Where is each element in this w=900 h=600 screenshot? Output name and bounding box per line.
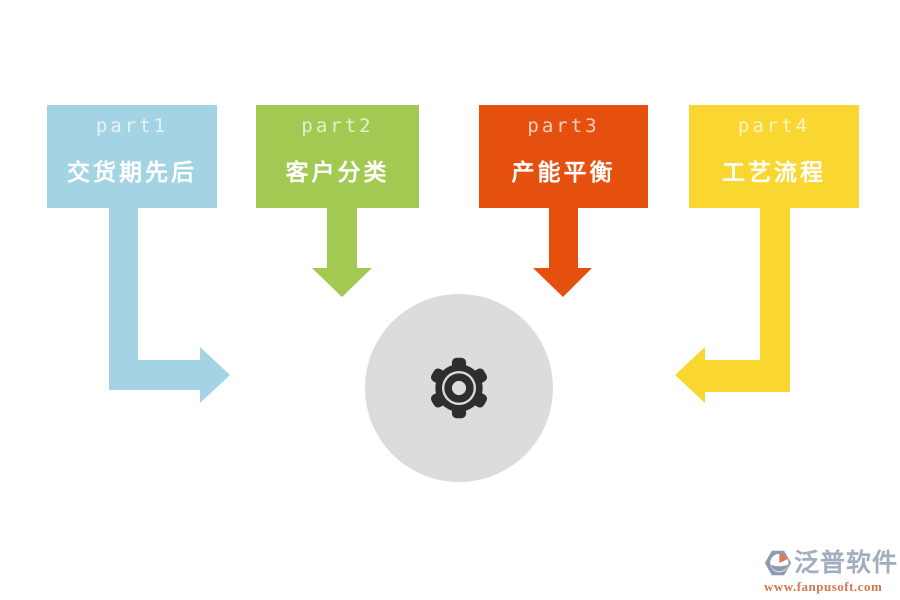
part1-label: 交货期先后 (67, 160, 197, 186)
part3-tag: part3 (527, 115, 600, 137)
part1-elbow-right-arrow (109, 207, 230, 403)
logo-website-url[interactable]: www.fanpusoft.com (764, 579, 883, 594)
part4-box: part4 工艺流程 (689, 105, 859, 208)
gear-icon (431, 357, 487, 419)
part4-tag: part4 (737, 115, 811, 137)
part1-box: part1 交货期先后 (47, 105, 217, 208)
part2-box: part2 客户分类 (256, 105, 419, 208)
part4-label: 工艺流程 (722, 160, 826, 186)
part3-box: part3 产能平衡 (479, 105, 648, 208)
logo-company-name: 泛普软件 (794, 549, 899, 577)
fanpu-logo: 泛普软件 www.fanpusoft.com (764, 548, 899, 594)
part2-down-arrow (312, 207, 372, 297)
part3-down-arrow (533, 207, 592, 297)
part4-elbow-left-arrow (675, 207, 790, 403)
part2-tag: part2 (301, 115, 374, 137)
part2-label: 客户分类 (285, 160, 390, 186)
part1-tag: part1 (95, 115, 169, 137)
fanpu-logo-icon (764, 550, 792, 576)
part3-label: 产能平衡 (511, 160, 616, 186)
